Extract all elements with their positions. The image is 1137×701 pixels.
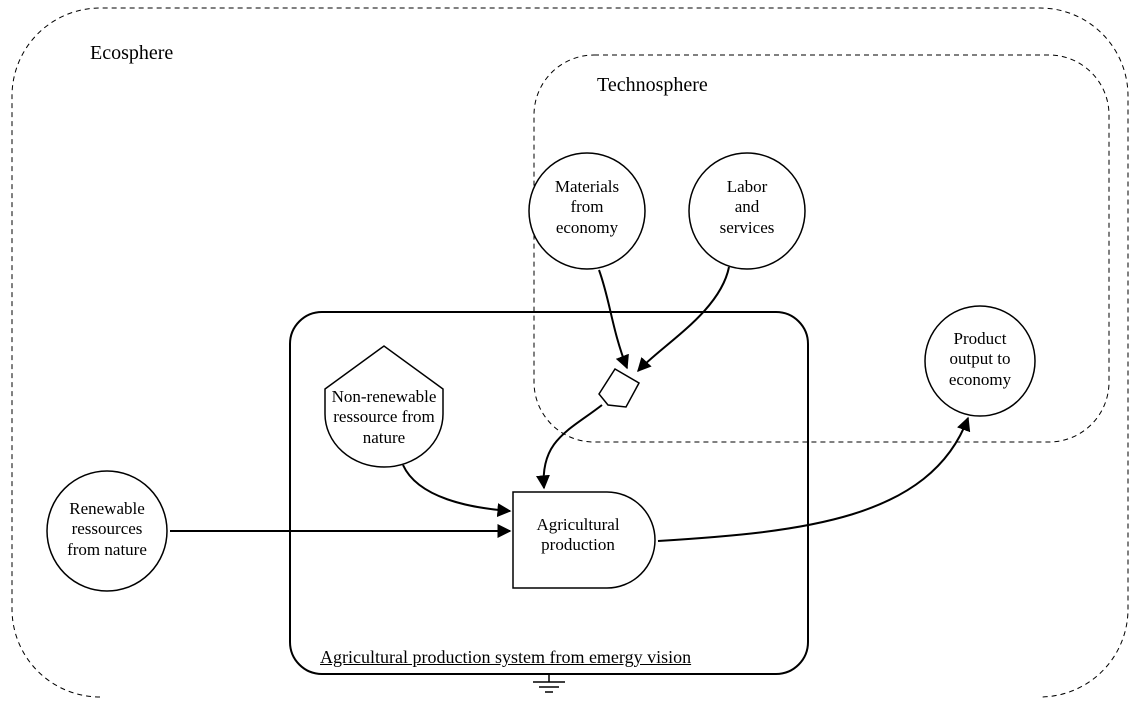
labor-to-interaction-flow	[637, 266, 730, 373]
renewable-source-circle	[46, 470, 168, 592]
nonrenewable-storage-symbol	[324, 345, 444, 468]
product-label: Product output to economy	[948, 329, 1012, 389]
interaction-symbol	[598, 367, 641, 408]
production-to-product-flow	[657, 416, 971, 542]
production-block	[512, 491, 656, 589]
production-label: Agricultural production	[536, 515, 620, 555]
nonrenewable-to-production-flow	[402, 464, 512, 518]
product-output-circle	[924, 305, 1036, 417]
technosphere-boundary	[533, 54, 1110, 443]
interaction-to-production-flow	[535, 404, 603, 490]
technosphere-label: Technosphere	[597, 74, 708, 96]
labor-source-circle	[688, 152, 806, 270]
ecosphere-label: Ecosphere	[90, 42, 174, 64]
materials-label: Materials from economy	[554, 177, 620, 237]
system-caption: Agricultural production system from emer…	[320, 647, 692, 667]
materials-source-circle	[528, 152, 646, 270]
renewable-label: Renewable ressources from nature	[67, 499, 147, 559]
materials-to-interaction-flow	[598, 269, 629, 370]
nonrenewable-label: Non-renewable ressource from nature	[331, 387, 437, 447]
heat-sink-icon	[533, 674, 565, 693]
labor-label: Labor and services	[719, 177, 775, 237]
